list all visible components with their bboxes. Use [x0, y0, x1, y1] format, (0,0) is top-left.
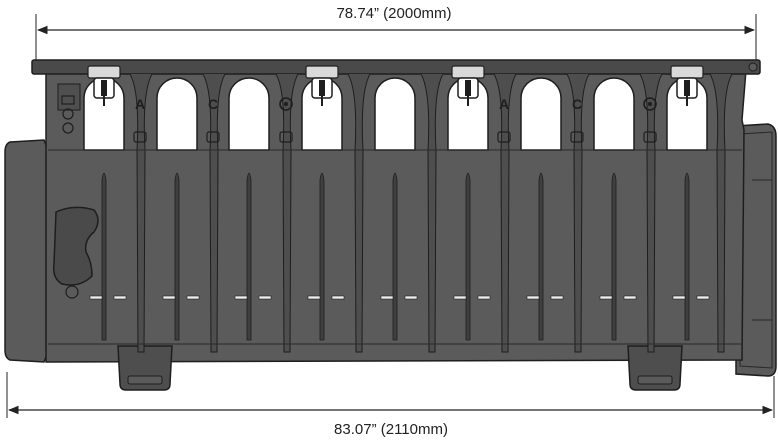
groove-2	[174, 172, 180, 341]
circle-dot	[284, 102, 288, 106]
left-foot-pad	[127, 375, 163, 385]
drain-slot-right-6	[477, 295, 491, 300]
groove-3	[246, 172, 252, 341]
square-icon	[279, 131, 293, 143]
drain-slot-left-6	[453, 295, 467, 300]
clip-icon	[305, 65, 339, 79]
left-end-cap	[4, 139, 49, 363]
right-foot-pad	[637, 375, 673, 385]
lock-bar	[465, 80, 471, 96]
locking-clips	[87, 65, 704, 106]
drain-slot-left-9	[672, 295, 686, 300]
square-icon	[570, 131, 584, 143]
rail-end-bolt	[748, 62, 758, 72]
slot-windows	[83, 77, 708, 151]
clip-icon	[670, 65, 704, 79]
circle-icon	[62, 122, 74, 134]
rib-1	[129, 73, 153, 353]
rib-6	[493, 73, 517, 353]
rib-7	[566, 73, 590, 353]
marking-c: C	[572, 96, 582, 112]
square-icon	[206, 131, 220, 143]
drain-slot-right-1	[113, 295, 127, 300]
marking-a: A	[499, 96, 509, 112]
slot-window-2	[156, 77, 198, 151]
drain-slot-right-7	[550, 295, 564, 300]
groove-7	[538, 172, 544, 341]
right-end-cap	[735, 123, 777, 377]
slot-window-7	[520, 77, 562, 151]
drain-slot-right-8	[623, 295, 637, 300]
drain-slot-left-2	[162, 295, 176, 300]
slot-window-8	[593, 77, 635, 151]
clip-icon	[451, 65, 485, 79]
drain-slot-right-5	[404, 295, 418, 300]
circle-icon	[62, 108, 74, 120]
square-icon	[497, 131, 511, 143]
rib-8	[639, 73, 663, 353]
drain-slot-left-8	[599, 295, 613, 300]
top-rail	[31, 59, 761, 75]
circle-icon	[643, 97, 657, 111]
channel-ribs	[48, 73, 742, 353]
rib-9	[709, 73, 733, 353]
groove-1	[101, 172, 107, 341]
drain-slot-right-4	[331, 295, 345, 300]
lock-bar	[101, 80, 107, 96]
marking-c: C	[208, 96, 218, 112]
bottom-dimension-label: 83.07” (2110mm)	[334, 421, 448, 438]
lock-bar	[684, 80, 690, 96]
circle-icon	[279, 97, 293, 111]
groove-8	[611, 172, 617, 341]
groove-5	[392, 172, 398, 341]
bottom-dimension	[6, 372, 775, 418]
rib-3	[275, 73, 299, 353]
drain-slot-right-9	[696, 295, 710, 300]
square-icon	[643, 131, 657, 143]
groove-4	[319, 172, 325, 341]
top-dimension	[35, 14, 757, 60]
rib-5	[420, 73, 444, 353]
drain-slot-right-2	[186, 295, 200, 300]
slot-window-5	[374, 77, 416, 151]
groove-6	[465, 172, 471, 341]
rib-2	[202, 73, 226, 353]
drain-slot-left-3	[234, 295, 248, 300]
square-icon	[61, 95, 75, 105]
drain-slot-left-7	[526, 295, 540, 300]
left-end-tab	[57, 83, 81, 134]
drain-slot-left-1	[89, 295, 103, 300]
drain-slot-left-5	[380, 295, 394, 300]
drain-slot-left-4	[307, 295, 321, 300]
handle-pivot	[65, 285, 79, 299]
marking-a: A	[135, 96, 145, 112]
drain-slot-right-3	[258, 295, 272, 300]
circle-dot	[648, 102, 652, 106]
groove-9	[684, 172, 690, 341]
slot-window-3	[228, 77, 270, 151]
top-dimension-label: 78.74” (2000mm)	[336, 5, 452, 22]
clip-icon	[87, 65, 121, 79]
drain-slots	[89, 295, 710, 300]
rib-4	[347, 73, 371, 353]
square-icon	[133, 131, 147, 143]
lock-bar	[319, 80, 325, 96]
handle-grip	[52, 206, 99, 286]
